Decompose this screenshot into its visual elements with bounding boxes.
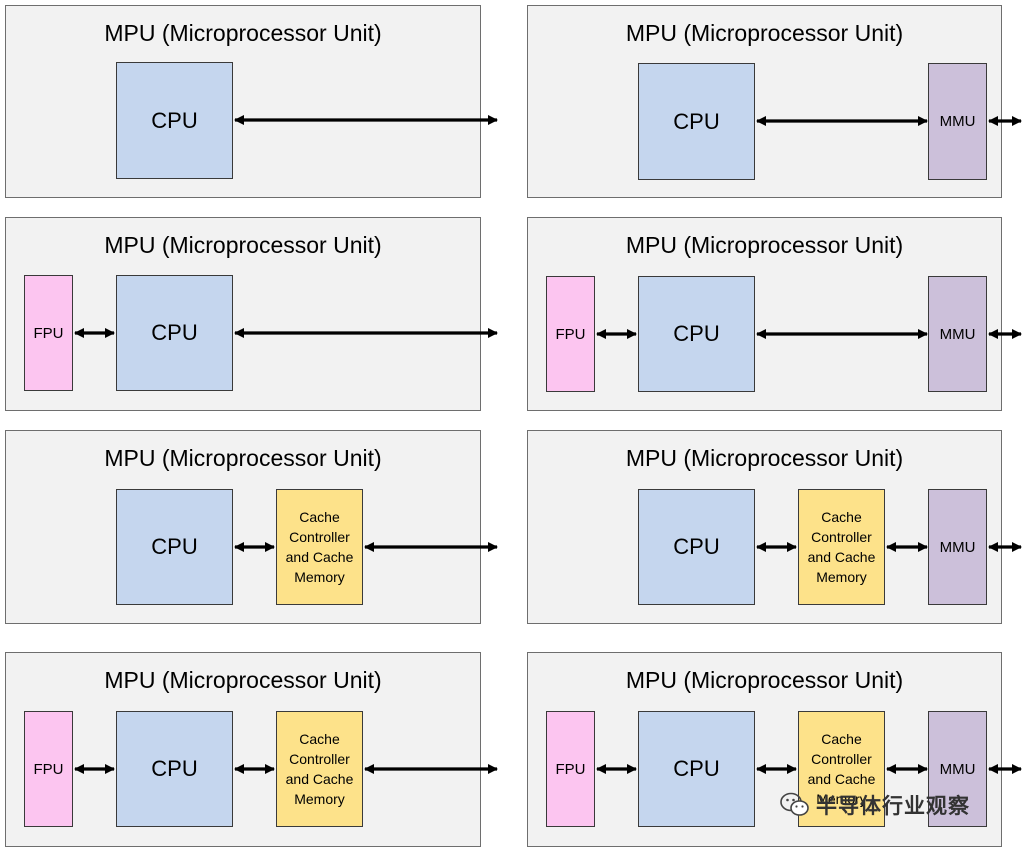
cache-label: Cache Controller and Cache Memory bbox=[807, 731, 876, 807]
mmu-block: MMU bbox=[928, 711, 987, 827]
panel-title: MPU (Microprocessor Unit) bbox=[104, 232, 382, 258]
cache-label: Cache Controller and Cache Memory bbox=[285, 509, 354, 585]
panel-title: MPU (Microprocessor Unit) bbox=[625, 20, 904, 46]
watermark-text: 半导体行业观察 bbox=[816, 795, 970, 818]
panel-title: MPU (Microprocessor Unit) bbox=[625, 667, 904, 693]
panel-title: MPU (Microprocessor Unit) bbox=[104, 667, 382, 693]
cpu-block: CPU bbox=[638, 489, 755, 605]
fpu-block: FPU bbox=[24, 711, 73, 827]
cpu-block: CPU bbox=[638, 276, 755, 392]
cpu-block: CPU bbox=[116, 711, 233, 827]
panel-title: MPU (Microprocessor Unit) bbox=[104, 445, 382, 471]
mpu-panel-cpu-cache: MPU (Microprocessor Unit) bbox=[5, 430, 481, 624]
mpu-panel-fpu-cpu-mmu: MPU (Microprocessor Unit) bbox=[527, 217, 1002, 411]
cache-block: Cache Controller and Cache Memory bbox=[798, 711, 885, 827]
panel-title: MPU (Microprocessor Unit) bbox=[625, 445, 904, 471]
fpu-block: FPU bbox=[546, 711, 595, 827]
cache-block: Cache Controller and Cache Memory bbox=[798, 489, 885, 605]
mpu-panel-cpu-only: MPU (Microprocessor Unit) bbox=[5, 5, 481, 198]
fpu-block: FPU bbox=[24, 275, 73, 391]
cache-block: Cache Controller and Cache Memory bbox=[276, 489, 363, 605]
mpu-panel-full: MPU (Microprocessor Unit) bbox=[527, 652, 1002, 847]
mmu-block: MMU bbox=[928, 489, 987, 605]
panel-title: MPU (Microprocessor Unit) bbox=[104, 20, 382, 46]
cache-label: Cache Controller and Cache Memory bbox=[285, 731, 354, 807]
fpu-block: FPU bbox=[546, 276, 595, 392]
cpu-block: CPU bbox=[116, 62, 233, 179]
cpu-block: CPU bbox=[116, 275, 233, 391]
watermark: 半导体行业观察 bbox=[780, 790, 970, 820]
panel-title: MPU (Microprocessor Unit) bbox=[625, 232, 904, 258]
cache-label: Cache Controller and Cache Memory bbox=[807, 509, 876, 585]
cpu-block: CPU bbox=[638, 63, 755, 180]
mpu-panel-fpu-cpu-cache: MPU (Microprocessor Unit) bbox=[5, 652, 481, 847]
cache-block: Cache Controller and Cache Memory bbox=[276, 711, 363, 827]
mpu-panel-fpu-cpu: MPU (Microprocessor Unit) bbox=[5, 217, 481, 411]
cpu-block: CPU bbox=[638, 711, 755, 827]
mmu-block: MMU bbox=[928, 63, 987, 180]
wechat-icon bbox=[780, 792, 809, 816]
mpu-panel-cpu-mmu: MPU (Microprocessor Unit) bbox=[527, 5, 1002, 198]
cpu-block: CPU bbox=[116, 489, 233, 605]
mpu-panel-cpu-cache-mmu: MPU (Microprocessor Unit) bbox=[527, 430, 1002, 624]
mmu-block: MMU bbox=[928, 276, 987, 392]
